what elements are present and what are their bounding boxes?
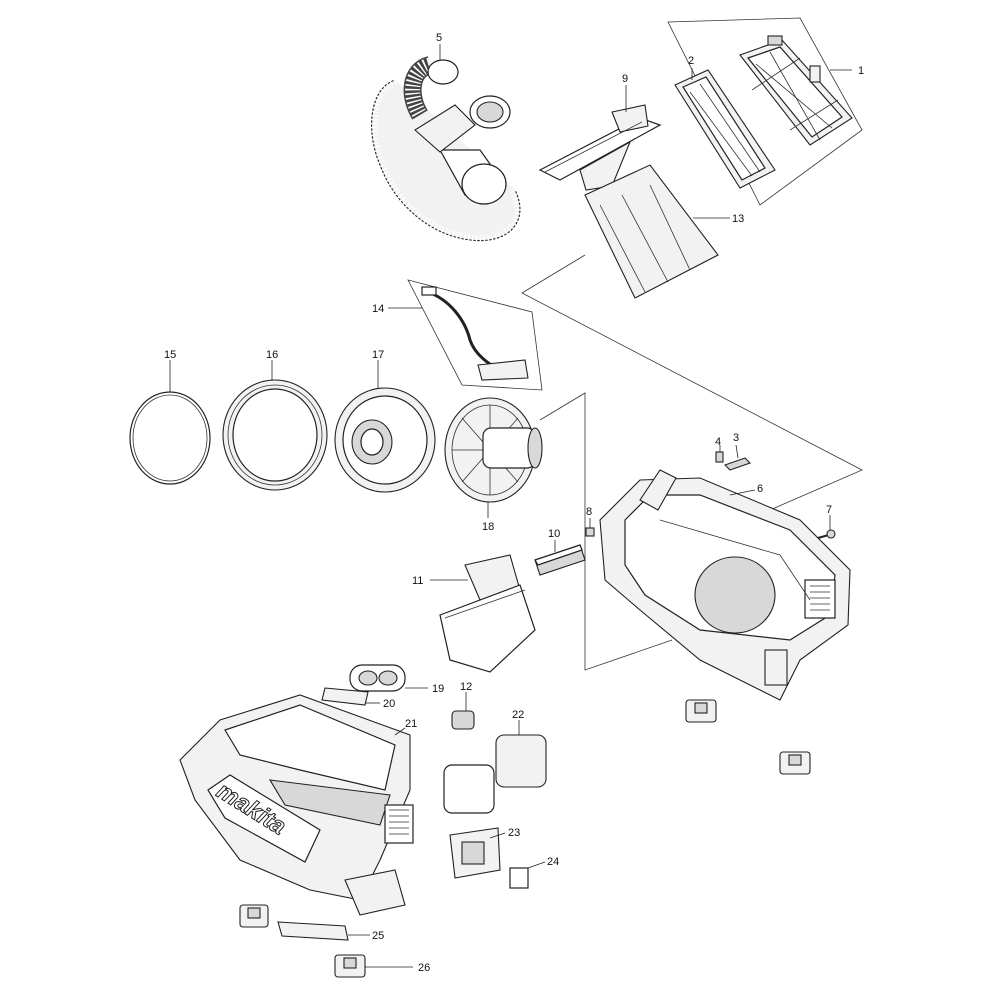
callout-7: 7: [826, 504, 832, 516]
callout-20: 20: [383, 698, 395, 710]
part-1-filter-frame[interactable]: [739, 35, 853, 146]
part-14-latch-wire[interactable]: [407, 279, 543, 391]
part-9-filter-holder[interactable]: [538, 104, 662, 191]
callout-24: 24: [547, 856, 559, 868]
part-23-terminal[interactable]: [449, 827, 501, 879]
part-16-ring-housing[interactable]: [222, 379, 328, 491]
part-24-label[interactable]: [509, 867, 529, 889]
part-26-foot[interactable]: [334, 954, 366, 978]
part-2-filter[interactable]: [674, 69, 776, 189]
callout-11: 11: [412, 575, 423, 587]
part-22-pad[interactable]: [443, 734, 547, 814]
foot-copy-3[interactable]: [779, 751, 811, 775]
part-8-nut[interactable]: [585, 527, 595, 537]
part-5-hose[interactable]: [366, 56, 526, 247]
part-25-strip[interactable]: [277, 921, 349, 941]
callout-3: 3: [733, 432, 739, 444]
part-3-clip[interactable]: [723, 457, 752, 471]
part-20-switch-plate[interactable]: [321, 687, 369, 706]
part-4-spring[interactable]: [715, 451, 724, 463]
callout-26: 26: [418, 962, 430, 974]
callout-1: 1: [858, 65, 864, 77]
callout-19: 19: [432, 683, 444, 695]
callout-25: 25: [372, 930, 384, 942]
callout-12: 12: [460, 681, 472, 693]
part-10-seal-strip[interactable]: [534, 544, 586, 576]
callout-22: 22: [512, 709, 524, 721]
part-19-switch-cap[interactable]: [349, 664, 406, 692]
callout-18: 18: [482, 521, 494, 533]
callout-14: 14: [372, 303, 384, 315]
callout-16: 16: [266, 349, 278, 361]
part-13-filter-bag[interactable]: [584, 164, 719, 299]
part-18-motor-fan[interactable]: [444, 397, 543, 503]
callout-13: 13: [732, 213, 744, 225]
part-15-seal-ring[interactable]: [129, 391, 211, 485]
callout-labels: 1 2 3 4 5 6 7 8 9 10 11 12 13 14 15 16 1…: [164, 32, 864, 974]
part-12-cap[interactable]: [451, 710, 475, 730]
foot-copy-1[interactable]: [239, 904, 269, 928]
callout-15: 15: [164, 349, 176, 361]
callout-21: 21: [405, 718, 417, 730]
foot-copy-2[interactable]: [685, 699, 717, 723]
callout-9: 9: [622, 73, 628, 85]
part-21-housing-cover[interactable]: makita: [179, 694, 414, 916]
callout-2: 2: [688, 55, 694, 67]
callout-10: 10: [548, 528, 560, 540]
part-11-duct[interactable]: [439, 554, 536, 673]
callout-4: 4: [715, 436, 721, 448]
callout-17: 17: [372, 349, 384, 361]
part-17-fan-cover[interactable]: [334, 387, 436, 493]
leader-lines: [169, 44, 852, 968]
callout-6: 6: [757, 483, 763, 495]
callout-8: 8: [586, 506, 592, 518]
part-7-screw[interactable]: [817, 529, 836, 539]
part-6-main-housing[interactable]: [599, 469, 851, 701]
callout-23: 23: [508, 827, 520, 839]
callout-5: 5: [436, 32, 442, 44]
